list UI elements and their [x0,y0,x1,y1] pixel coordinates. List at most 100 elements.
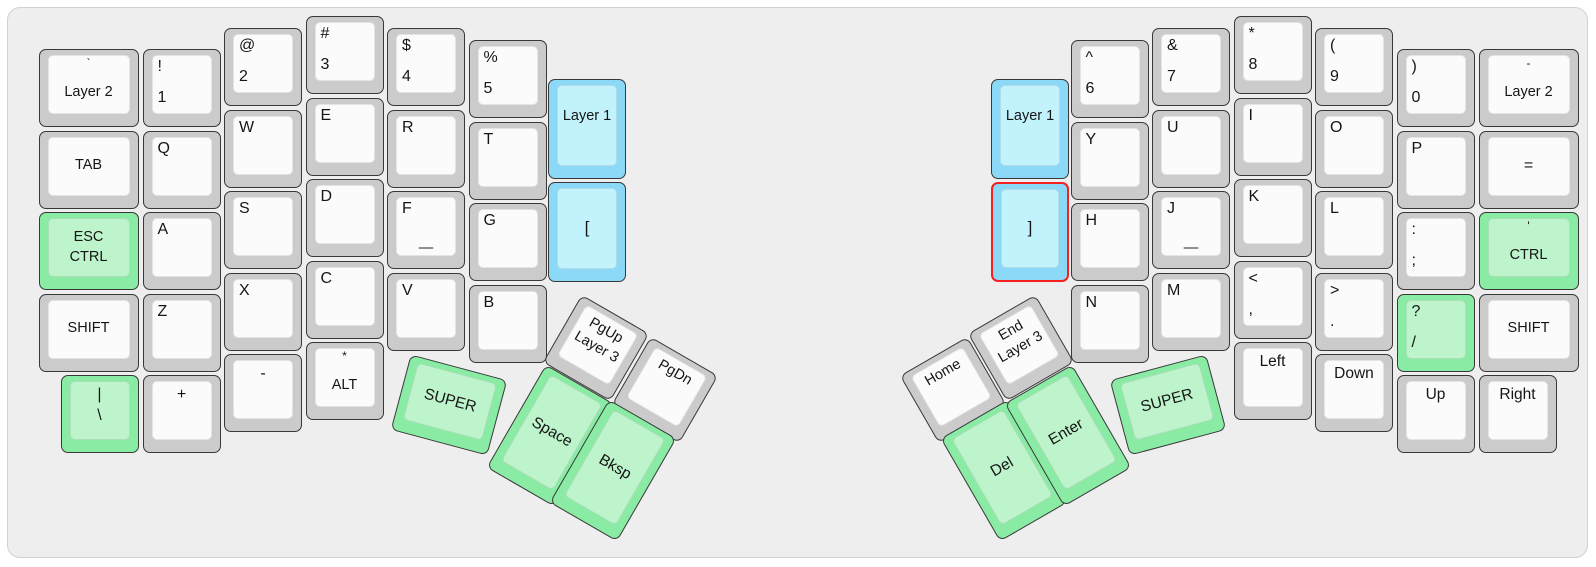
key-i[interactable]: I [1233,97,1312,176]
key-legends: N [1080,291,1140,350]
key-legends: [ [557,188,617,269]
key-u[interactable]: U [1152,109,1230,188]
key-arrow-left[interactable]: Left [1233,342,1312,420]
key-lparen-9[interactable]: (9 [1315,28,1393,106]
key-percent-5[interactable]: %5 [468,40,547,118]
key-h[interactable]: H [1070,203,1149,281]
key-legend: X [239,281,250,299]
key-d[interactable]: D [305,179,384,257]
key-amp-7[interactable]: &7 [1152,28,1230,106]
key-m[interactable]: M [1152,272,1230,351]
keycap-top [47,299,130,359]
key-legends: L [1324,197,1384,256]
key-legends: Y [1080,128,1140,187]
key-asterisk-alt[interactable]: *ALT [305,342,384,420]
key-q[interactable]: Q [142,130,221,209]
key-legend: ) [1411,58,1417,75]
key-legends: TAB [48,137,130,196]
key-layer1-left[interactable]: Layer 1 [548,79,626,179]
key-r[interactable]: R [387,109,465,188]
key-f[interactable]: F [387,191,465,269]
key-gt-period[interactable]: >. [1315,272,1393,351]
key-quote-ctrl[interactable]: 'CTRL [1478,212,1579,290]
key-legends: G [478,209,538,268]
key-legends: )0 [1406,55,1466,114]
key-legends: 'CTRL [1488,218,1570,277]
keycap-top [1405,218,1466,277]
key-dollar-4[interactable]: $4 [387,28,465,106]
key-legends: *ALT [315,348,375,407]
key-b[interactable]: B [468,284,547,363]
key-e[interactable]: E [305,97,384,176]
key-asterisk-8[interactable]: *8 [1233,16,1312,94]
key-o[interactable]: O [1315,109,1393,188]
key-minus-layer2[interactable]: -Layer 2 [1478,49,1579,127]
key-legend: H [1085,212,1098,229]
key-v[interactable]: V [387,272,465,351]
keycap-top [314,266,375,326]
key-grave-layer2[interactable]: `Layer 2 [38,49,139,127]
key-equals[interactable]: = [1478,130,1579,209]
key-super-right[interactable]: SUPER [1109,354,1227,456]
key-legend: . [1330,312,1335,330]
key-shift-right[interactable]: SHIFT [1478,293,1579,372]
keycap-top [1405,55,1466,114]
key-legends: Up [1406,381,1466,440]
key-legend: ! [157,58,162,75]
key-legends: A [152,218,212,277]
key-pipe-backslash[interactable]: |\ [60,375,139,453]
key-caret-6[interactable]: ^6 [1070,40,1149,118]
key-super-left[interactable]: SUPER [390,354,508,456]
key-legend: SUPER [422,385,479,416]
key-w[interactable]: W [224,109,302,188]
key-g[interactable]: G [468,203,547,281]
key-shift-left[interactable]: SHIFT [38,293,139,372]
key-hash-3[interactable]: #3 [305,16,384,94]
key-c[interactable]: C [305,260,384,339]
key-minus-left[interactable]: - [224,354,302,432]
key-legend: Down [1334,365,1374,382]
key-t[interactable]: T [468,121,547,200]
key-x[interactable]: X [224,272,302,351]
key-legends: I [1243,104,1303,163]
key-legend: + [176,386,187,403]
keycap-top [1242,348,1303,407]
key-legend: Del [987,453,1017,480]
key-legend: Bksp [596,450,635,483]
key-lt-comma[interactable]: <, [1233,260,1312,339]
key-plus[interactable]: + [142,375,221,453]
keycap-top [69,381,130,440]
key-rbracket[interactable]: ] [991,181,1069,282]
key-legend: I [1248,106,1253,124]
key-rparen-0[interactable]: )0 [1396,49,1475,127]
key-legends: #3 [315,22,375,81]
key-legends: R [396,116,456,175]
key-arrow-right[interactable]: Right [1478,375,1557,453]
key-arrow-down[interactable]: Down [1315,354,1393,432]
key-exclam-1[interactable]: !1 [142,49,221,127]
key-legends: <, [1243,267,1303,326]
key-p[interactable]: P [1396,130,1475,209]
key-a[interactable]: A [142,212,221,290]
key-j[interactable]: J [1152,191,1230,269]
key-legend: : [1411,221,1416,238]
key-question-slash[interactable]: ?/ [1396,293,1475,372]
key-n[interactable]: N [1070,284,1149,363]
key-legend: \ [97,406,102,424]
key-legend: Enter [1044,415,1086,449]
key-k[interactable]: K [1233,179,1312,257]
key-colon-semicolon[interactable]: :; [1396,212,1475,290]
key-legend: G [483,212,496,229]
key-at-2[interactable]: @2 [224,28,302,106]
key-tab[interactable]: TAB [38,130,139,209]
key-l[interactable]: L [1315,191,1393,269]
key-z[interactable]: Z [142,293,221,372]
key-lbracket[interactable]: [ [548,181,626,282]
key-arrow-up[interactable]: Up [1396,375,1475,453]
key-y[interactable]: Y [1070,121,1149,200]
key-layer1-right[interactable]: Layer 1 [991,79,1069,179]
key-s[interactable]: S [224,191,302,269]
keycap-top [1487,299,1570,359]
